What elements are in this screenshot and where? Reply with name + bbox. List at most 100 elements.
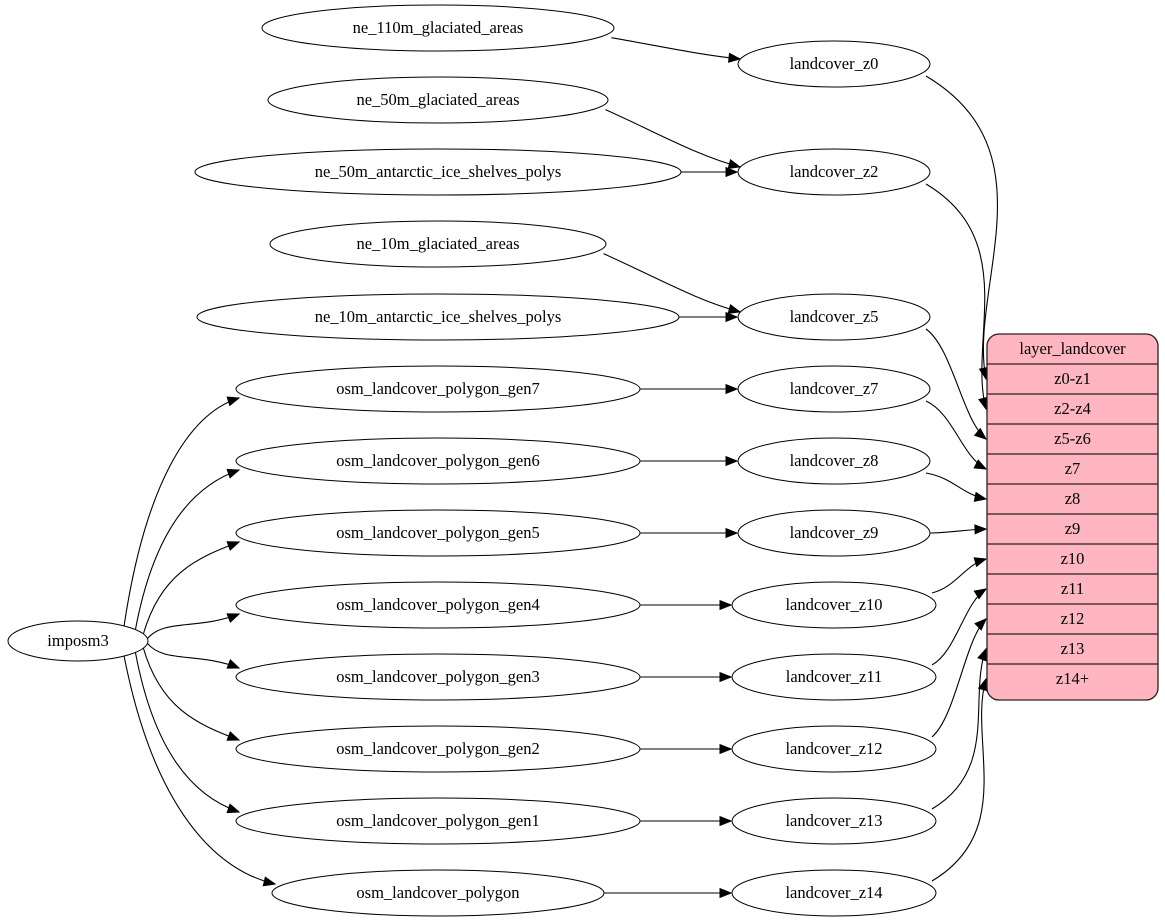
node-landcover-z13-shape[interactable] [731,797,937,845]
nodes-layer: imposm3 ne_110m_glaciated_areas ne_50m_gla… [7,4,937,917]
node-ne-10m-antarctic-ice-shelves-polys[interactable]: ne_10m_antarctic_ice_shelves_polys [196,293,680,341]
node-landcover-z8-shape[interactable] [737,437,931,485]
node-landcover-z12-shape[interactable] [731,725,937,773]
node-ne-10m-antarctic-ice-shelves-polys-shape[interactable] [196,293,680,341]
node-landcover-z7-shape[interactable] [737,365,931,413]
node-osm-landcover-polygon-gen3-shape[interactable] [235,653,641,701]
node-osm-landcover-polygon-shape[interactable] [271,869,605,917]
node-osm-landcover-polygon-gen7[interactable]: osm_landcover_polygon_gen7 [235,365,641,413]
node-ne-50m-antarctic-ice-shelves-polys-shape[interactable] [194,148,682,196]
edge-imposm3-to-osm-landcover-polygon-gen6-arrow [226,468,241,479]
node-landcover-z14[interactable]: landcover_z14 [731,869,937,917]
edge-osm-landcover-polygon-gen7-to-landcover-z7-arrow [725,383,739,395]
edge-landcover-z2-to-row-z2-z4-arrow [978,396,989,411]
edge-landcover-z14-to-row-z14 [931,678,987,882]
node-landcover-z10-shape[interactable] [731,581,937,629]
node-ne-50m-antarctic-ice-shelves-polys[interactable]: ne_50m_antarctic_ice_shelves_polys [194,148,682,196]
node-landcover-z8[interactable]: landcover_z8 [737,437,931,485]
record-row-row-z2-z4[interactable]: z2-z4 [987,394,1158,424]
record-row-hit [987,574,1158,604]
edge-imposm3-to-osm-landcover-polygon-gen5-arrow [226,541,241,551]
record-row-row-z12[interactable]: z12 [987,604,1158,634]
node-osm-landcover-polygon-gen1[interactable]: osm_landcover_polygon_gen1 [235,797,641,845]
edge-osm-landcover-polygon-gen4-to-landcover-z10-arrow [719,599,733,611]
edge-ne-10m-glaciated-areas-to-landcover-z5 [603,253,741,313]
node-osm-landcover-polygon-gen6-shape[interactable] [235,437,641,485]
record-row-row-z9[interactable]: z9 [987,514,1158,544]
node-osm-landcover-polygon-gen4[interactable]: osm_landcover_polygon_gen4 [235,581,641,629]
edge-imposm3-to-osm-landcover-polygon-gen2 [142,647,240,741]
node-landcover-z12[interactable]: landcover_z12 [731,725,937,773]
edges-layer [123,37,998,899]
node-landcover-z2[interactable]: landcover_z2 [737,148,931,196]
node-landcover-z5-shape[interactable] [737,293,931,341]
edge-imposm3-to-osm-landcover-polygon-gen4 [147,613,240,639]
node-landcover-z14-shape[interactable] [731,869,937,917]
node-osm-landcover-polygon-gen7-shape[interactable] [235,365,641,413]
node-landcover-z9-shape[interactable] [737,509,931,557]
record-row-hit [987,394,1158,424]
edge-imposm3-to-osm-landcover-polygon [123,655,276,885]
node-ne-110m-glaciated-areas-shape[interactable] [261,4,615,52]
record-row-row-z13[interactable]: z13 [987,634,1158,664]
edge-osm-landcover-polygon-gen2-to-landcover-z12-arrow [719,743,733,755]
edge-ne-110m-glaciated-areas-to-landcover-z0-arrow [728,52,742,63]
record-row-row-z0-z1[interactable]: z0-z1 [987,364,1158,394]
edge-landcover-z13-to-row-z13 [931,648,987,810]
edge-osm-landcover-polygon-gen6-to-landcover-z8-arrow [725,455,739,467]
node-imposm3[interactable]: imposm3 [7,620,149,662]
edge-imposm3-to-osm-landcover-polygon-gen5 [142,541,240,635]
node-landcover-z2-shape[interactable] [737,148,931,196]
node-landcover-z0-shape[interactable] [737,40,931,88]
node-osm-landcover-polygon-gen2[interactable]: osm_landcover_polygon_gen2 [235,725,641,773]
edge-osm-landcover-polygon-gen5-to-landcover-z9-arrow [725,527,739,539]
edge-ne-110m-glaciated-areas-to-landcover-z0 [611,37,741,60]
edge-landcover-z8-to-row-z8-arrow [973,491,988,502]
record-row-row-z11[interactable]: z11 [987,574,1158,604]
node-osm-landcover-polygon-gen4-shape[interactable] [235,581,641,629]
record-row-row-z14[interactable]: z14+ [987,664,1158,694]
node-landcover-z7[interactable]: landcover_z7 [737,365,931,413]
edge-landcover-z5-to-row-z5-z6 [925,328,987,440]
edge-ne-50m-glaciated-areas-to-landcover-z2 [605,109,741,168]
edge-landcover-z11-to-row-z11-arrow [973,588,988,600]
edge-imposm3-to-osm-landcover-polygon-gen7-arrow [226,396,241,407]
record-row-row-z8[interactable]: z8 [987,484,1158,514]
node-osm-landcover-polygon-gen5[interactable]: osm_landcover_polygon_gen5 [235,509,641,557]
node-osm-landcover-polygon-gen3[interactable]: osm_landcover_polygon_gen3 [235,653,641,701]
node-ne-50m-glaciated-areas-shape[interactable] [267,76,609,124]
edge-landcover-z13-to-row-z13-arrow [977,647,987,662]
node-landcover-z9[interactable]: landcover_z9 [737,509,931,557]
node-ne-10m-glaciated-areas-shape[interactable] [269,220,607,268]
node-landcover-z5[interactable]: landcover_z5 [737,293,931,341]
record-row-row-z7[interactable]: z7 [987,454,1158,484]
record-table-layer-landcover[interactable]: layer_landcoverz0-z1z2-z4z5-z6z7z8z9z10z… [986,333,1159,701]
node-osm-landcover-polygon-gen1-shape[interactable] [235,797,641,845]
node-landcover-z13[interactable]: landcover_z13 [731,797,937,845]
node-osm-landcover-polygon-gen2-shape[interactable] [235,725,641,773]
edge-landcover-z0-to-row-z0-z1 [925,75,998,380]
node-osm-landcover-polygon-gen5-shape[interactable] [235,509,641,557]
edge-imposm3-to-osm-landcover-polygon-gen1-arrow [226,803,241,814]
node-osm-landcover-polygon-gen6[interactable]: osm_landcover_polygon_gen6 [235,437,641,485]
record-row-row-z10[interactable]: z10 [987,544,1158,574]
record-row-hit [987,664,1158,694]
edge-ne-10m-antarctic-ice-shelves-polys-to-landcover-z5-arrow [725,311,739,323]
record-row-hit [987,544,1158,574]
edge-imposm3-to-osm-landcover-polygon-gen4-arrow [226,613,241,623]
record-row-row-z5-z6[interactable]: z5-z6 [987,424,1158,454]
node-landcover-z10[interactable]: landcover_z10 [731,581,937,629]
edge-ne-50m-glaciated-areas-to-landcover-z2-arrow [727,159,742,169]
node-ne-110m-glaciated-areas[interactable]: ne_110m_glaciated_areas [261,4,615,52]
node-imposm3-shape[interactable] [7,620,149,662]
edge-landcover-z10-to-row-z10-arrow [973,557,988,568]
record-row-hit [987,364,1158,394]
node-landcover-z0[interactable]: landcover_z0 [737,40,931,88]
node-landcover-z11[interactable]: landcover_z11 [731,653,937,701]
node-ne-50m-glaciated-areas[interactable]: ne_50m_glaciated_areas [267,76,609,124]
node-osm-landcover-polygon[interactable]: osm_landcover_polygon [271,869,605,917]
edge-imposm3-to-osm-landcover-polygon-gen3 [147,643,240,669]
node-ne-10m-glaciated-areas[interactable]: ne_10m_glaciated_areas [269,220,607,268]
node-landcover-z11-shape[interactable] [731,653,937,701]
